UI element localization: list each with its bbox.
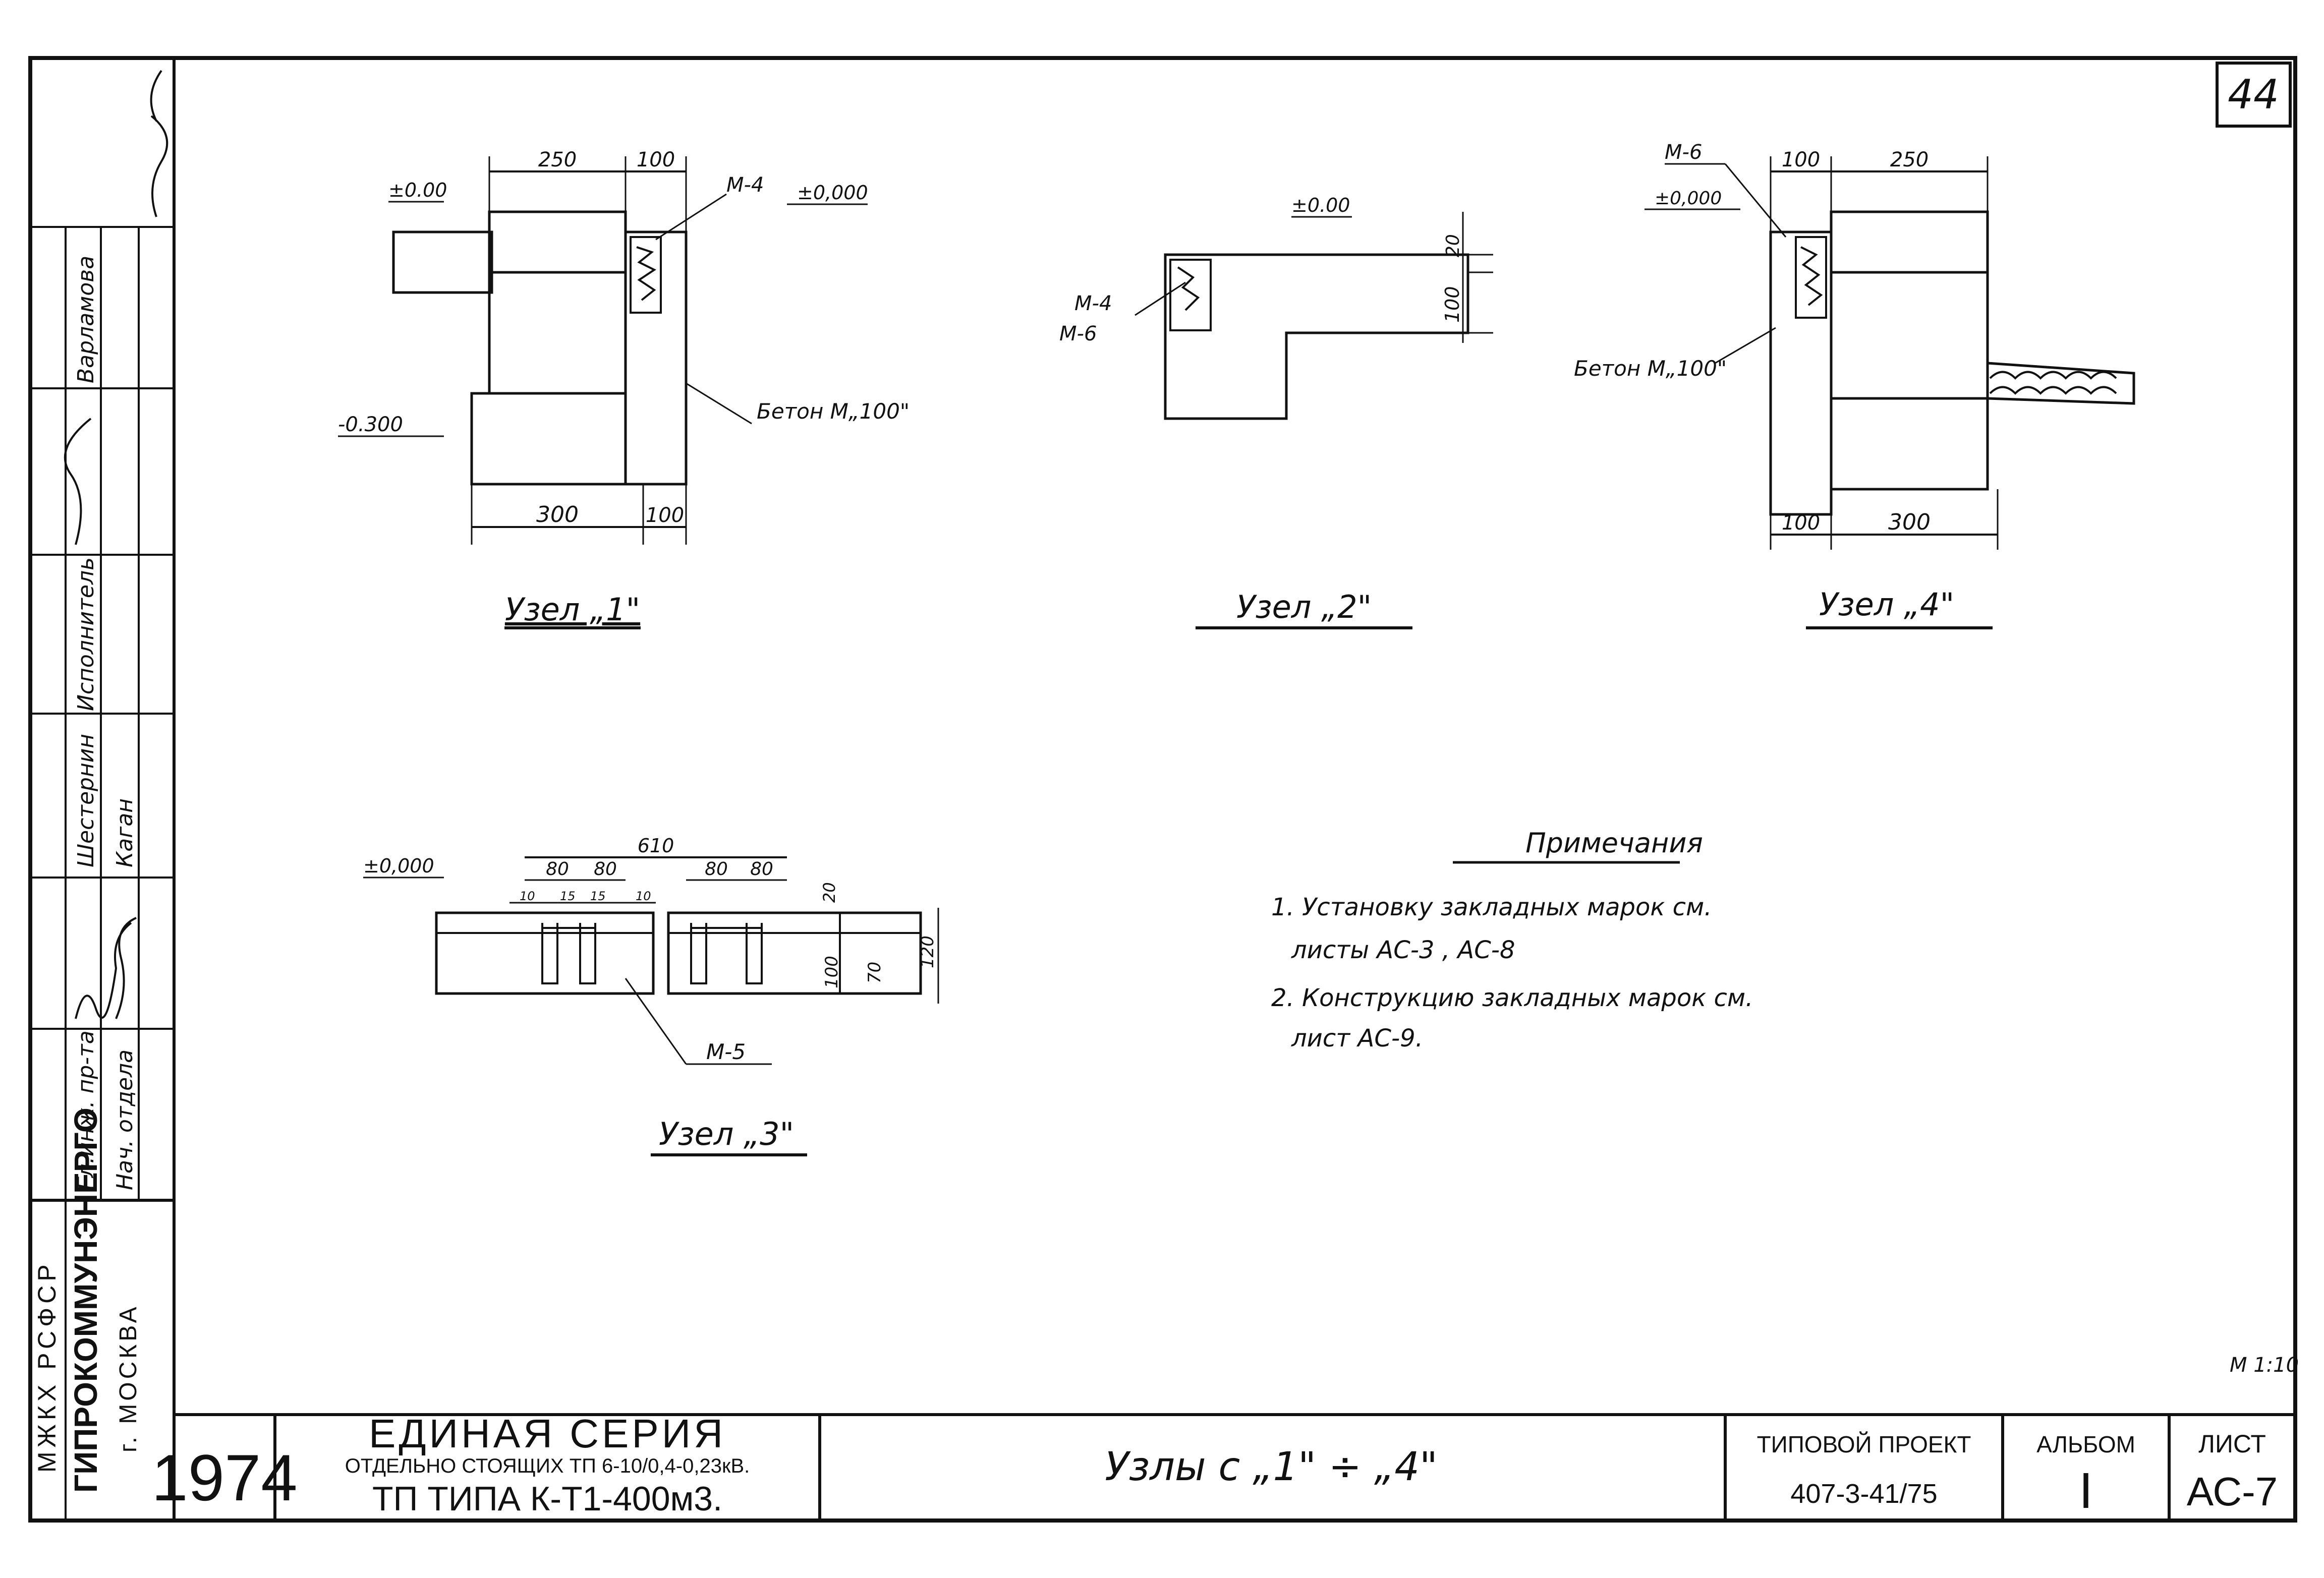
title-series: ЕДИНАЯ СЕРИЯ: [369, 1411, 726, 1456]
node-3-dim-10-a: 10: [520, 889, 535, 903]
node-4-mark: М-6: [1665, 141, 1702, 164]
node-4-dim-100-bottom: 100: [1782, 511, 1820, 535]
node-1-dim-300: 300: [536, 502, 579, 528]
node-1-caption: Узел „1": [505, 591, 640, 628]
node-4-dim-250: 250: [1890, 148, 1929, 171]
signature-1: [75, 922, 132, 1019]
node-3-dim-70: 70: [865, 962, 885, 983]
node-4-level: ±0,000: [1655, 188, 1722, 209]
node-3-dim-610: 610: [638, 835, 674, 857]
node-3-mark: М-5: [706, 1039, 746, 1064]
node-4-caption: Узел „4": [1819, 586, 1954, 623]
node-2-caption: Узел „2": [1236, 589, 1372, 625]
page-number: 44: [2228, 71, 2279, 118]
scale-note: М 1:10: [2230, 1354, 2299, 1377]
project-number: 407-3-41/75: [1790, 1479, 1937, 1509]
org-line-1: МЖКХ РСФСР: [33, 1260, 61, 1473]
side-stamp: МЖКХ РСФСР ГИПРОКОММУНЭНЕРГО г. МОСКВА Г…: [30, 70, 174, 1521]
notes-line-2: листы АС-3 , АС-8: [1291, 936, 1515, 964]
node-1-dim-100-top: 100: [637, 148, 675, 171]
name-head-department: Каган: [112, 798, 138, 867]
node-1-level-bottom: -0.300: [338, 413, 403, 436]
name-chief-engineer: Шестернин: [73, 734, 99, 867]
title-series-sub: ОТДЕЛЬНО СТОЯЩИХ ТП 6-10/0,4-0,23кВ.: [345, 1455, 750, 1477]
node-3-caption: Узел „3": [659, 1116, 794, 1152]
org-line-3: г. МОСКВА: [115, 1304, 142, 1452]
node-4-dim-100-top: 100: [1782, 148, 1820, 171]
node-3-dim-80-d: 80: [750, 859, 773, 880]
signature-4: [150, 115, 168, 217]
role-executor: Исполнитель: [73, 557, 99, 711]
title-year: 1974: [151, 1441, 297, 1514]
node-1-mark: М-4: [726, 173, 764, 197]
node-3-dim-80-c: 80: [705, 859, 728, 880]
node-3-dim-120: 120: [918, 936, 938, 968]
notes-title: Примечания: [1525, 827, 1703, 859]
node-1-level-top-2: ±0,000: [797, 182, 868, 204]
node-3-dim-20: 20: [820, 882, 839, 903]
album-label: АЛЬБОМ: [2036, 1431, 2135, 1457]
node-2-dim-100: 100: [1441, 286, 1463, 323]
album-number: I: [2079, 1463, 2093, 1519]
node-2-detail: 20 100 ±0.00 М-4 М-6 Узел „2": [1059, 194, 1493, 629]
node-3-detail: 610 80 80 80 80 10 15 15 10 20 100 70 12…: [363, 835, 939, 1156]
node-3-dim-15-b: 15: [590, 889, 606, 903]
node-2-mark-1: М-4: [1074, 292, 1112, 315]
node-4-detail: 100 250 100 300 М-6 ±0,000 Бетон М„100" …: [1574, 141, 2135, 629]
sheet-number: АС-7: [2187, 1469, 2278, 1514]
title-block: 1974 ЕДИНАЯ СЕРИЯ ОТДЕЛЬНО СТОЯЩИХ ТП 6-…: [151, 1411, 2278, 1521]
node-3-dim-10-b: 10: [636, 889, 651, 903]
node-1-detail: 250 100 300 100 ±0.00 ±0,000 -0.300 М-4 …: [338, 148, 910, 629]
signature-5: [150, 70, 162, 122]
node-2-level: ±0.00: [1291, 194, 1350, 216]
node-4-concrete: Бетон М„100": [1574, 356, 1727, 381]
org-line-2: ГИПРОКОММУНЭНЕРГО: [68, 1107, 104, 1493]
signature-2: [115, 917, 137, 1019]
project-label: ТИПОВОЙ ПРОЕКТ: [1757, 1431, 1971, 1457]
signature-3: [64, 418, 92, 545]
node-2-dim-20: 20: [1443, 234, 1463, 257]
node-1-concrete: Бетон М„100": [757, 399, 910, 424]
notes-line-4: лист АС-9.: [1291, 1024, 1423, 1053]
drawing-name: Узлы с „1" ÷ „4": [1105, 1444, 1438, 1490]
node-3-dim-80-a: 80: [546, 859, 569, 880]
node-2-mark-2: М-6: [1059, 322, 1097, 345]
notes-line-3: 2. Конструкцию закладных марок см.: [1271, 984, 1753, 1012]
page-number-box: [2216, 62, 2292, 128]
node-3-dim-80-b: 80: [594, 859, 617, 880]
role-chief-engineer: Гл.инж. пр-та: [73, 1030, 99, 1190]
node-1-dim-250: 250: [538, 148, 577, 171]
node-1-level-top: ±0.00: [388, 179, 447, 201]
node-3-dim-15-a: 15: [560, 889, 576, 903]
notes-block: Примечания 1. Установку закладных марок …: [1271, 827, 1753, 1053]
name-executor: Варламова: [73, 256, 99, 383]
node-3-level: ±0,000: [363, 855, 434, 877]
node-4-dim-300: 300: [1888, 509, 1931, 535]
node-3-dim-100: 100: [822, 956, 842, 988]
title-series-type: ТП ТИПА К-Т1-400м3.: [372, 1480, 722, 1518]
sheet-label: ЛИСТ: [2198, 1430, 2266, 1458]
node-1-dim-100-bottom: 100: [646, 504, 684, 527]
sheet-frame: 44: [28, 56, 2297, 1523]
role-head-department: Нач. отдела: [112, 1049, 138, 1190]
notes-line-1: 1. Установку закладных марок см.: [1271, 893, 1712, 921]
